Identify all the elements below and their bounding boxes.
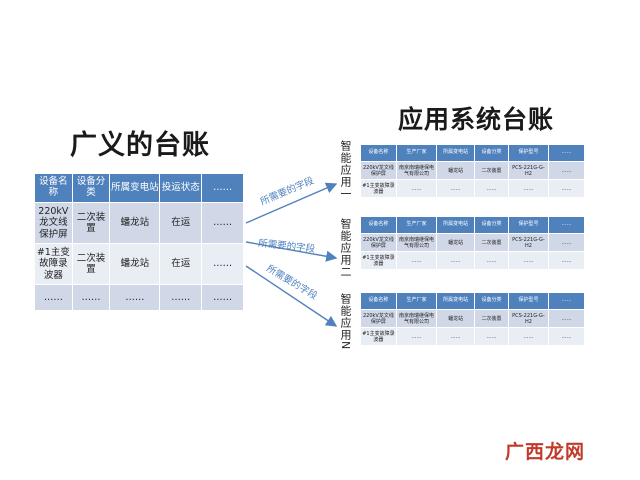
table-cell: ……	[507, 327, 550, 346]
table-cell: ……	[474, 251, 509, 270]
table-header-row: 设备名称 生产厂家 所属变电站 设备分类 保护型号 ……	[360, 144, 585, 162]
table-cell: ……	[34, 284, 73, 311]
table-cell: ……	[436, 251, 476, 270]
table-cell: #1主变故障录波器	[360, 179, 397, 198]
column-header: 所属变电站	[109, 173, 161, 203]
arrow-label-1: 所需要的字段	[258, 174, 316, 208]
column-header: 设备名称	[360, 144, 397, 162]
table-row: #1主变故障录波器 …… …… …… …… ……	[360, 179, 585, 198]
table-cell: 220kV龙文线保护屏	[34, 202, 73, 244]
column-header: 所属变电站	[436, 144, 476, 162]
table-cell: 二次装置	[474, 161, 509, 180]
arrow-label-2: 所需要的字段	[258, 237, 316, 255]
table-cell: 南京南瑞继保电气有限公司	[395, 161, 438, 180]
table-cell: ……	[507, 179, 550, 198]
column-header: 所属变电站	[436, 216, 476, 234]
table-row: 220kV龙文线保护屏 南京南瑞继保电气有限公司 蟠龙站 二次装置 PCS-22…	[360, 309, 585, 328]
table-cell: 蟠龙站	[436, 161, 476, 180]
column-header: 设备分类	[474, 216, 509, 234]
table-cell: #1主变故障录波器	[360, 327, 397, 346]
arrow-to-app-3	[245, 265, 338, 327]
app-label-2: 智能应用二	[339, 218, 352, 278]
column-header: 所属变电站	[436, 292, 476, 310]
table-cell: ……	[436, 179, 476, 198]
table-cell: ……	[474, 179, 509, 198]
app-ledger-table-2: 设备名称 生产厂家 所属变电站 设备分类 保护型号 …… 220kV龙文线保护屏…	[360, 216, 585, 270]
table-cell: ……	[548, 161, 585, 180]
table-cell: PCS-221G-G-H2	[507, 309, 550, 328]
column-header: ……	[201, 173, 244, 203]
table-cell: 蟠龙站	[436, 309, 476, 328]
general-ledger-table: 设备名称 设备分类 所属变电站 投运状态 …… 220kV龙文线保护屏 二次装置…	[34, 173, 244, 311]
table-cell: 蟠龙站	[109, 202, 161, 244]
table-cell: ……	[201, 243, 244, 285]
table-cell: #1主变故障录波器	[34, 243, 73, 285]
column-header: 设备分类	[474, 292, 509, 310]
table-row: #1主变故障录波器 二次装置 蟠龙站 在运 ……	[34, 243, 244, 285]
column-header: ……	[548, 144, 585, 162]
table-cell: ……	[109, 284, 161, 311]
watermark-logo: 广西龙网	[505, 441, 586, 463]
column-header: 生产厂家	[395, 144, 438, 162]
column-header: 设备名称	[360, 216, 397, 234]
app-ledger-table-3: 设备名称 生产厂家 所属变电站 设备分类 保护型号 …… 220kV龙文线保护屏…	[360, 292, 585, 346]
arrow-to-app-1	[245, 182, 338, 224]
column-header: ……	[548, 216, 585, 234]
table-header-row: 设备名称 生产厂家 所属变电站 设备分类 保护型号 ……	[360, 216, 585, 234]
ledger-application-title: 应用系统台账	[398, 105, 555, 134]
column-header: 保护型号	[507, 216, 550, 234]
app-label-3: 智能应用N	[339, 293, 352, 351]
table-cell: PCS-221G-G-H2	[507, 233, 550, 252]
table-cell: ……	[201, 284, 244, 311]
table-cell: ……	[548, 327, 585, 346]
table-cell: ……	[71, 284, 111, 311]
column-header: 设备名称	[34, 173, 73, 203]
table-row: #1主变故障录波器 …… …… …… …… ……	[360, 327, 585, 346]
arrow-to-app-2	[245, 241, 338, 262]
table-cell: ……	[548, 251, 585, 270]
table-cell: ……	[395, 327, 438, 346]
table-cell: 二次装置	[474, 309, 509, 328]
table-row: …… …… …… …… ……	[34, 284, 244, 311]
table-cell: ……	[474, 327, 509, 346]
table-cell: 二次装置	[71, 243, 111, 285]
table-cell: 二次装置	[71, 202, 111, 244]
table-cell: PCS-221G-G-H2	[507, 161, 550, 180]
table-cell: 220kV龙文线保护屏	[360, 233, 397, 252]
table-cell: 南京南瑞继保电气有限公司	[395, 309, 438, 328]
table-header-row: 设备名称 生产厂家 所属变电站 设备分类 保护型号 ……	[360, 292, 585, 310]
table-cell: ……	[507, 251, 550, 270]
table-cell: ……	[548, 309, 585, 328]
table-cell: 220kV龙文线保护屏	[360, 309, 397, 328]
table-row: #1主变故障录波器 …… …… …… …… ……	[360, 251, 585, 270]
column-header: 保护型号	[507, 144, 550, 162]
app-ledger-table-1: 设备名称 生产厂家 所属变电站 设备分类 保护型号 …… 220kV龙文线保护屏…	[360, 144, 585, 198]
table-cell: ……	[159, 284, 203, 311]
ledger-general-title: 广义的台账	[70, 130, 210, 161]
table-cell: #1主变故障录波器	[360, 251, 397, 270]
column-header: 生产厂家	[395, 216, 438, 234]
column-header: 生产厂家	[395, 292, 438, 310]
table-cell: 220kV龙文线保护屏	[360, 161, 397, 180]
table-cell: 南京南瑞继保电气有限公司	[395, 233, 438, 252]
table-cell: 在运	[159, 243, 203, 285]
table-row: 220kV龙文线保护屏 南京南瑞继保电气有限公司 蟠龙站 二次装置 PCS-22…	[360, 161, 585, 180]
column-header: ……	[548, 292, 585, 310]
column-header: 设备分类	[474, 144, 509, 162]
table-cell: ……	[395, 251, 438, 270]
app-label-1: 智能应用一	[339, 140, 352, 200]
table-cell: ……	[548, 233, 585, 252]
table-cell: 二次装置	[474, 233, 509, 252]
table-cell: ……	[436, 327, 476, 346]
column-header: 设备名称	[360, 292, 397, 310]
table-header-row: 设备名称 设备分类 所属变电站 投运状态 ……	[34, 173, 244, 203]
table-cell: ……	[548, 179, 585, 198]
table-cell: ……	[395, 179, 438, 198]
table-row: 220kV龙文线保护屏 二次装置 蟠龙站 在运 ……	[34, 202, 244, 244]
table-row: 220kV龙文线保护屏 南京南瑞继保电气有限公司 蟠龙站 二次装置 PCS-22…	[360, 233, 585, 252]
column-header: 保护型号	[507, 292, 550, 310]
table-cell: 蟠龙站	[436, 233, 476, 252]
table-cell: ……	[201, 202, 244, 244]
